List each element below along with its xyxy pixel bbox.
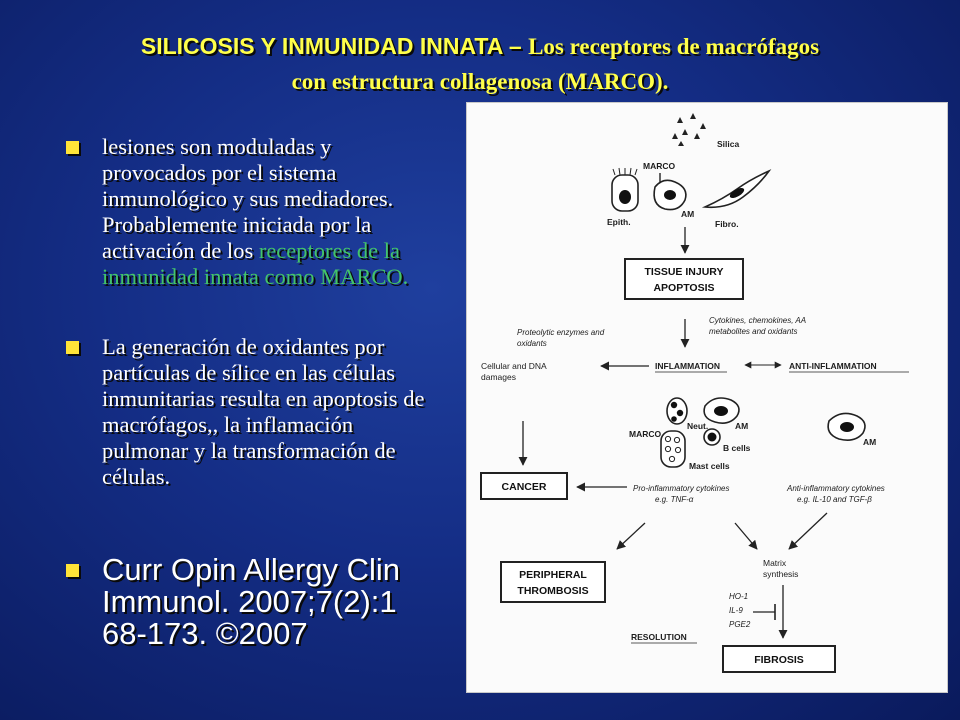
marco-label: MARCO xyxy=(643,161,675,171)
title-subtitle: Los receptores de macrófagos xyxy=(528,34,820,59)
thrombosis-box xyxy=(500,561,606,603)
peripheral-label: PERIPHERAL xyxy=(519,569,587,581)
proteolytic-label: Proteolytic enzymes and xyxy=(517,328,605,337)
bullet-citation: Curr Opin Allergy Clin Immunol. 2007;7(2… xyxy=(62,554,438,650)
matrix-synthesis-label: synthesis xyxy=(763,569,798,579)
fibro-label: Fibro. xyxy=(715,219,739,229)
bullet-text: lesiones son moduladas y provocados por … xyxy=(102,134,394,263)
resolution-label: RESOLUTION xyxy=(631,632,687,642)
inflammation-label: INFLAMMATION xyxy=(655,361,720,371)
bullet-marker-icon xyxy=(66,141,79,154)
mast-cells-label: Mast cells xyxy=(689,461,730,471)
tissue-injury-label: TISSUE INJURY xyxy=(645,266,724,278)
bullet-highlight-text: receptores de la inmunidad innata como M… xyxy=(102,238,409,289)
cancer-box xyxy=(480,472,568,500)
macrophage-anti-icon xyxy=(827,412,866,441)
matrix-label: Matrix xyxy=(763,558,787,568)
thrombosis-label: THROMBOSIS xyxy=(517,585,588,597)
il9-label: IL-9 xyxy=(729,606,743,615)
arrow-anti-to-matrix xyxy=(788,512,828,550)
il10-tgf-label: e.g. IL-10 and TGF-β xyxy=(797,495,872,504)
citation-text: Curr Opin Allergy Clin Immunol. 2007;7(2… xyxy=(102,552,401,651)
arrow-to-matrix xyxy=(734,522,758,550)
bullet-innate-immunity: lesiones son moduladas y provocados por … xyxy=(62,134,438,290)
cellular-damage-label: Cellular and DNA xyxy=(481,361,547,371)
cellular-damage-label-2: damages xyxy=(481,372,516,382)
am-right-label: AM xyxy=(863,437,876,447)
am-mid-label: AM xyxy=(735,421,748,431)
pathway-diagram: Silica Epith. MARCO AM Fibro. TISSUE INJ… xyxy=(480,113,909,673)
bullet-marker-icon xyxy=(66,564,79,577)
silica-label: Silica xyxy=(717,139,739,149)
slide-title: SILICOSIS Y INMUNIDAD INNATA – Los recep… xyxy=(40,30,920,100)
proteolytic-label-2: oxidants xyxy=(517,339,547,348)
silica-particles-icon xyxy=(672,113,706,146)
epith-label: Epith. xyxy=(607,217,631,227)
tnf-label: e.g. TNF-α xyxy=(655,495,694,504)
alveolar-macrophage-icon xyxy=(653,173,687,211)
apoptosis-label: APOPTOSIS xyxy=(653,282,714,294)
neutrophil-icon xyxy=(666,397,688,425)
mast-cell-icon xyxy=(660,430,686,468)
marco-mid-label: MARCO xyxy=(629,429,661,439)
bullet-oxidants: La generación de oxidantes por partícula… xyxy=(62,334,438,490)
macrophage-inflammation-icon xyxy=(703,397,740,424)
tissue-injury-box xyxy=(624,258,744,300)
bullet-marker-icon xyxy=(66,341,79,354)
title-main: SILICOSIS Y INMUNIDAD INNATA – xyxy=(140,33,529,59)
marco-pathway-figure: Silica Epith. MARCO AM Fibro. TISSUE INJ… xyxy=(466,102,948,693)
anti-inflammatory-label: Anti-inflammatory cytokines xyxy=(786,484,885,493)
ho1-label: HO-1 xyxy=(729,592,748,601)
pro-inflammatory-label: Pro-inflammatory cytokines xyxy=(633,484,729,493)
fibroblast-icon xyxy=(701,169,772,209)
fibrosis-label: FIBROSIS xyxy=(754,654,804,666)
anti-inflammation-label: ANTI-INFLAMMATION xyxy=(789,361,877,371)
epithelial-cell-icon xyxy=(611,167,639,212)
b-cell-icon xyxy=(703,428,721,446)
cytokines-label-2: metabolites and oxidants xyxy=(709,327,798,336)
neut-label: Neut. xyxy=(687,421,708,431)
b-cells-label: B cells xyxy=(723,443,751,453)
pge2-label: PGE2 xyxy=(729,620,751,629)
am-label: AM xyxy=(681,209,694,219)
cytokines-label: Cytokines, chemokines, AA xyxy=(709,316,806,325)
title-line2: con estructura collagenosa (MARCO). xyxy=(291,69,669,94)
bullet-list: lesiones son moduladas y provocados por … xyxy=(62,134,438,650)
bullet-text: La generación de oxidantes por partícula… xyxy=(102,334,425,489)
fibrosis-box xyxy=(722,645,836,673)
arrow-to-thrombosis xyxy=(616,522,646,550)
cancer-label: CANCER xyxy=(502,481,547,493)
